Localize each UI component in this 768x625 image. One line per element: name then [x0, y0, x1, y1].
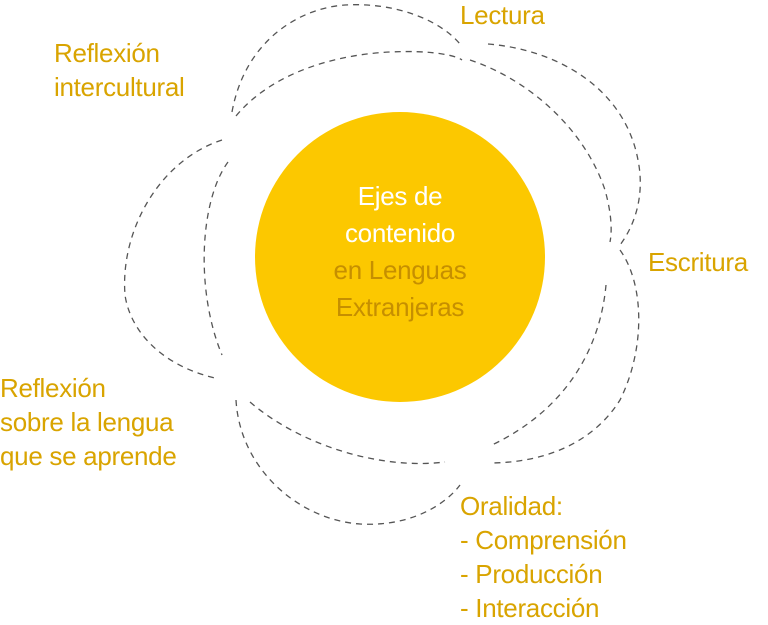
center-line-1: Ejes de [357, 181, 443, 211]
petal-arc-escritura-inner [469, 59, 612, 243]
reflexion-intercultural-line-2: intercultural [54, 72, 185, 102]
label-escritura: Escritura [648, 247, 748, 277]
reflexion-lengua-line-2: sobre la lengua [0, 407, 174, 437]
reflexion-intercultural-line-1: Reflexión [54, 38, 160, 68]
petal-arc-bottom-outer [235, 399, 461, 525]
petal-arc-left-outer [123, 139, 223, 379]
label-oralidad: Oralidad: - Comprensión - Producción - I… [460, 489, 627, 625]
center-line-4: Extranjeras [335, 292, 465, 322]
petal-arc-oralidad-inner [491, 284, 607, 446]
petal-arc-lectura-inner [235, 50, 463, 117]
label-reflexion-intercultural: Reflexión intercultural [54, 36, 185, 104]
petal-arc-bottom-inner [249, 401, 446, 465]
oralidad-item-comprension: - Comprensión [460, 525, 627, 555]
petal-arc-lectura-outer [231, 4, 461, 113]
reflexion-lengua-line-3: que se aprende [0, 441, 177, 471]
center-circle [255, 112, 545, 402]
petal-arc-oralidad-outer [491, 249, 640, 464]
oralidad-title: Oralidad: [460, 491, 563, 521]
oralidad-item-produccion: - Producción [460, 559, 603, 589]
center-line-3: en Lenguas [333, 255, 467, 285]
oralidad-item-interaccion: - Interacción [460, 593, 600, 623]
label-lectura: Lectura [460, 0, 545, 30]
label-reflexion-lengua: Reflexión sobre la lengua que se aprende [0, 371, 177, 473]
center-label: Ejes de contenido en Lenguas Extranjeras [255, 178, 545, 326]
petal-arc-left-inner [203, 161, 229, 356]
reflexion-lengua-line-1: Reflexión [0, 373, 106, 403]
center-line-2: contenido [344, 218, 456, 248]
